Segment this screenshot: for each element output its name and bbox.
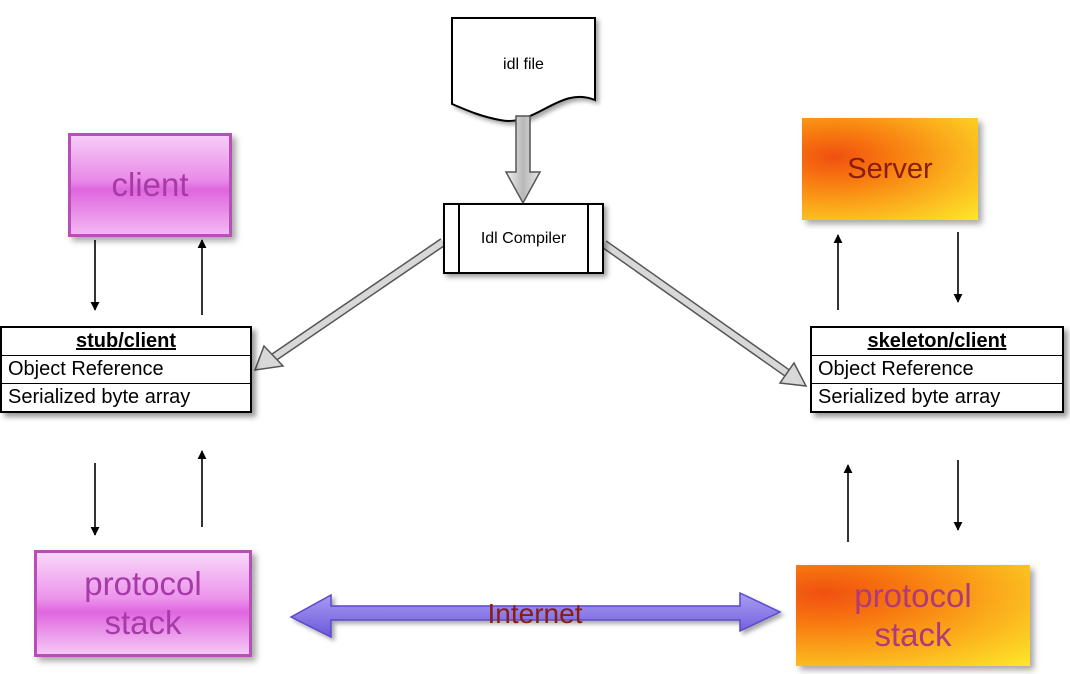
idl-compiler-box: Idl Compiler <box>443 203 604 274</box>
stub-row-object-reference: Object Reference <box>2 356 250 384</box>
protocol-stack-right-line1: protocol <box>854 576 972 614</box>
gray-arrow-compiler-to-skeleton <box>601 240 808 387</box>
server-box: Server <box>802 118 978 220</box>
server-label: Server <box>847 152 933 185</box>
idl-file-label: idl file <box>503 56 544 73</box>
stub-row-serialized-byte-array: Serialized byte array <box>8 386 191 408</box>
skeleton-client-table: skeleton/client Object Reference Seriali… <box>810 326 1064 413</box>
skeleton-row-serialized-byte-array: Serialized byte array <box>818 386 1001 408</box>
idl-compiler-label: Idl Compiler <box>480 229 567 247</box>
stub-table-header: stub/client <box>2 328 250 356</box>
internet-label: Internet <box>487 598 583 629</box>
protocol-stack-client-box: protocol stack <box>34 550 252 657</box>
client-label: client <box>111 166 189 203</box>
skeleton-row-object-reference: Object Reference <box>812 356 1062 384</box>
idl-file-document-shape <box>451 17 596 122</box>
compiler-right-bar <box>587 205 589 272</box>
protocol-stack-right-line2: stack <box>874 615 952 653</box>
internet-double-arrow <box>289 591 782 639</box>
gray-arrow-compiler-to-stub <box>253 238 446 371</box>
gray-arrow-file-to-compiler <box>504 115 542 205</box>
stub-client-table: stub/client Object Reference Serialized … <box>0 326 252 413</box>
client-box: client <box>68 133 232 237</box>
protocol-stack-server-box: protocol stack <box>796 565 1030 666</box>
protocol-stack-left-line2: stack <box>104 603 182 641</box>
compiler-left-bar <box>458 205 460 272</box>
protocol-stack-left-line1: protocol <box>84 564 202 602</box>
skeleton-table-header: skeleton/client <box>812 328 1062 356</box>
